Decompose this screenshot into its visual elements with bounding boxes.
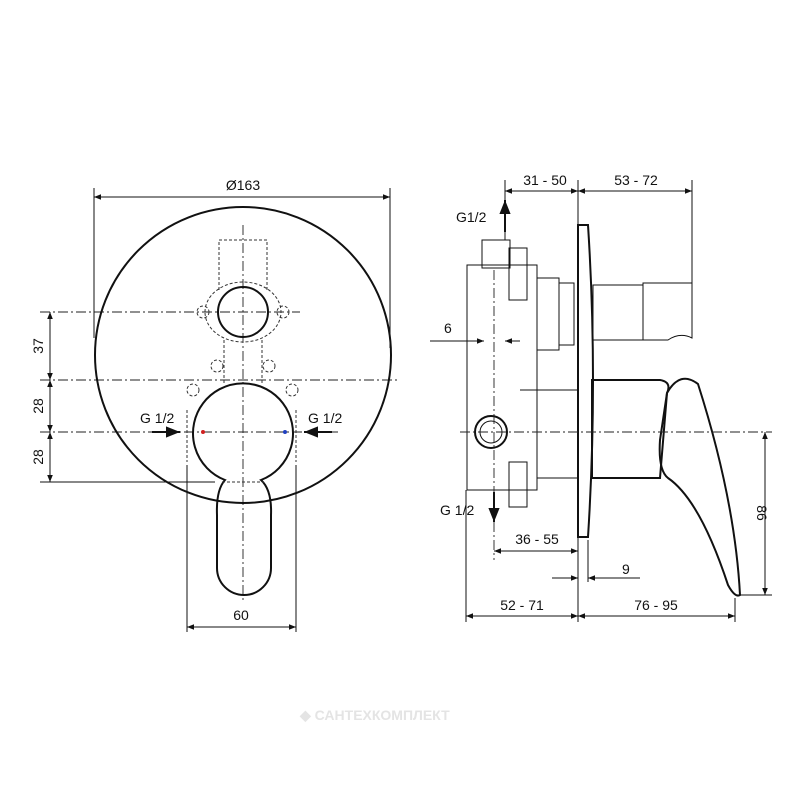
side-view: 31 - 50 53 - 72 G1/2 G 1/2 6 36 - 55 9 5… [430,172,772,622]
front-view: Ø163 37 28 28 G 1/2 G 1/2 60 [30,177,400,632]
dim-76-95-label: 76 - 95 [634,597,678,613]
outlet-ring [217,286,269,338]
dim-28-upper-label: 28 [30,398,46,414]
dim-53-72-label: 53 - 72 [614,172,658,188]
dim-9-label: 9 [622,561,630,577]
inlet-left-label: G 1/2 [140,410,174,426]
dim-37-label: 37 [30,338,46,354]
cold-indicator [283,430,287,434]
hidden-outlet [218,239,268,290]
spout [642,282,693,341]
outlet-top-label: G1/2 [456,209,487,225]
cover-plate-side [577,224,594,538]
hot-indicator [201,430,205,434]
cover-plate [94,206,392,504]
dim-6-label: 6 [444,320,452,336]
valve-body [466,264,538,491]
dim-31-50-label: 31 - 50 [523,172,567,188]
mixer-handle [192,382,294,596]
lever-handle [658,377,742,597]
svg-text:◆ САНТЕХКОМПЛЕКТ: ◆ САНТЕХКОМПЛЕКТ [299,707,450,723]
watermark: ◆ САНТЕХКОМПЛЕКТ [299,707,450,723]
dim-86-label: 86 [754,505,770,521]
dim-52-71-label: 52 - 71 [500,597,544,613]
dim-36-55-label: 36 - 55 [515,531,559,547]
width-label: 60 [233,607,249,623]
outlet-bottom-label: G 1/2 [440,502,474,518]
inlet-right-label: G 1/2 [308,410,342,426]
dim-28-lower-label: 28 [30,449,46,465]
diameter-label: Ø163 [226,177,260,193]
